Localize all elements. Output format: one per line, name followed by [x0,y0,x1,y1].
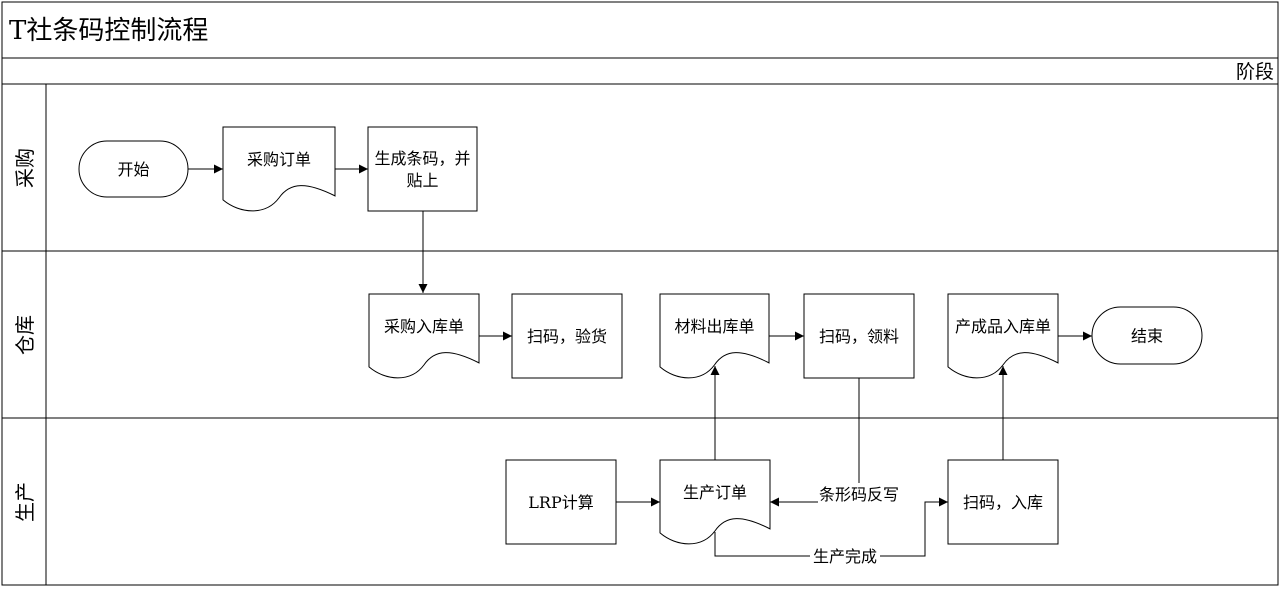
node-label: 扫码，验货 [527,327,607,346]
node-lrp-calc-shape [505,459,617,545]
node-start-shape [78,140,189,198]
diagram-title: T社条码控制流程 [9,16,208,46]
node-lrp-calc: LRP计算 [505,459,617,545]
edge-label-background [818,483,900,505]
node-label: 扫码，领料 [819,327,899,346]
node-gen-barcode: 生成条码，并贴上 [367,126,478,212]
node-label: 材料出库单 [674,317,754,336]
node-material-issue: 材料出库单 [659,293,770,379]
node-label: 采购入库单 [384,317,464,336]
node-scan-stockin-shape [947,459,1059,545]
node-label: 贴上 [406,171,438,190]
phase-label: 阶段 [1236,61,1274,83]
edge-label-background [810,545,880,567]
lane-label-production: 生产 [13,482,37,522]
node-label: 采购订单 [247,150,311,169]
edge-label: 条形码反写 [819,485,899,504]
node-label: 扫码，入库 [963,493,1043,512]
node-fg-receipt: 产成品入库单 [947,293,1059,379]
node-label: 开始 [117,160,149,179]
edge-prod-order-to-scan-stockin [714,497,948,557]
node-label: 生成条码，并 [374,149,470,168]
node-scan-inspect-shape [511,293,623,379]
node-scan-pick: 扫码，领料 [803,293,915,379]
node-gen-barcode-shape [367,126,478,212]
node-end: 结束 [1091,306,1203,365]
node-label: 生产订单 [683,483,747,502]
edge-label: 生产完成 [813,547,877,566]
node-start: 开始 [78,140,189,198]
node-label: LRP计算 [528,493,593,512]
node-scan-stockin: 扫码，入库 [947,459,1059,545]
node-end-shape [1091,306,1203,365]
node-scan-inspect: 扫码，验货 [511,293,623,379]
node-fg-receipt-shape [947,293,1059,379]
node-purchase-order-shape [222,126,336,212]
node-purchase-receipt-shape [368,293,480,379]
node-label: 产成品入库单 [955,317,1051,336]
node-label: 结束 [1131,327,1163,346]
lane-label-warehouse: 仓库 [13,315,37,355]
node-purchase-receipt: 采购入库单 [368,293,480,379]
node-purchase-order: 采购订单 [222,126,336,212]
node-scan-pick-shape [803,293,915,379]
node-prod-order: 生产订单 [659,459,771,545]
lane-label-purchase: 采购 [13,148,37,188]
node-prod-order-shape [659,459,771,545]
node-material-issue-shape [659,293,770,379]
